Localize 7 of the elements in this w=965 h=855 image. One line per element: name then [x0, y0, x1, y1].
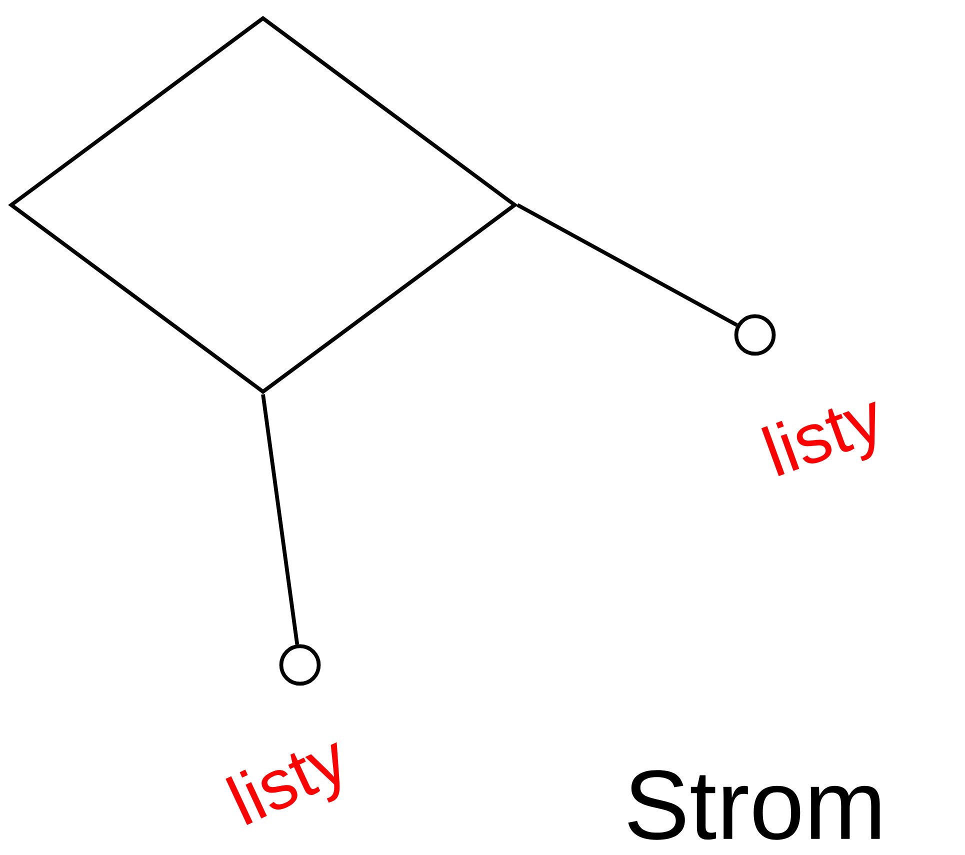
connector-line [261, 394, 300, 645]
connector-line [516, 203, 738, 327]
handwritten-label: listy [226, 742, 340, 826]
handwritten-label: listy [761, 402, 876, 476]
circle-node [279, 644, 321, 686]
handwritten-title: Strom [628, 770, 880, 840]
circle-node [734, 314, 776, 356]
